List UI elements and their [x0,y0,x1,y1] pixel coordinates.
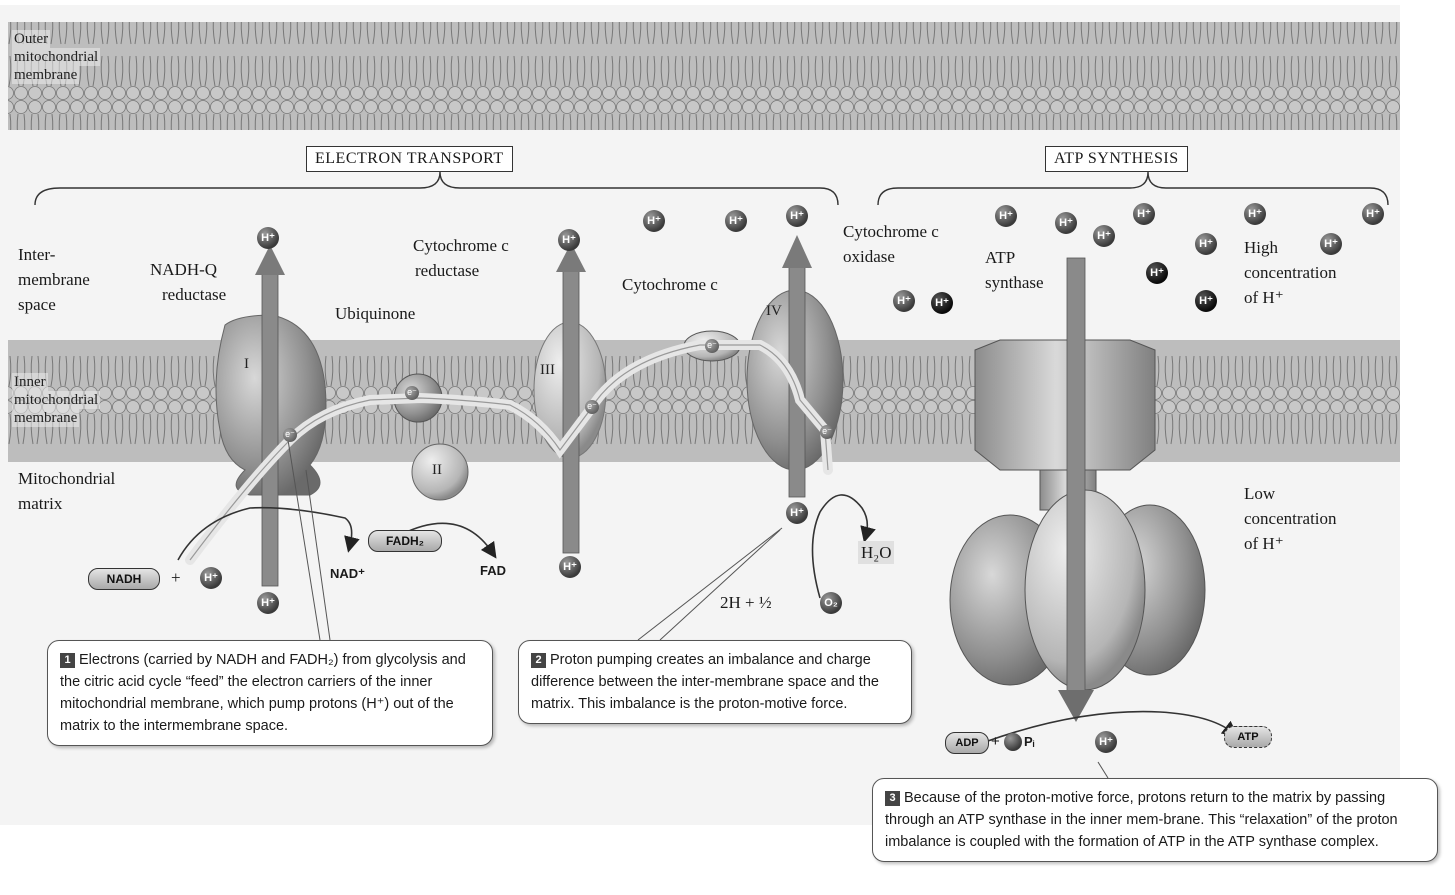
inner-membrane-label-line3: membrane [12,409,79,427]
two-h-half-label: 2H + ½ [720,591,772,614]
callout-1-number: 1 [60,653,75,668]
inner-membrane-label-line1: Inner [12,373,48,391]
low-conc-label-line1: Low [1244,482,1275,505]
plus-pi-sign: + [991,733,1000,750]
cyt-c-oxidase-label-line2: oxidase [843,245,895,268]
proton-icon: H⁺ [786,205,808,227]
low-conc-label-line2: concentration [1244,507,1337,530]
high-conc-label-line3: of H⁺ [1244,286,1284,309]
proton-icon: H⁺ [257,227,279,249]
high-conc-label-line1: High [1244,236,1278,259]
matrix-label-line2: matrix [18,492,62,515]
outer-membrane-label-line1: Outer [12,30,50,48]
cyt-c-oxidase-label-line1: Cytochrome c [843,220,939,243]
proton-icon: H⁺ [1055,212,1077,234]
electron-icon: e⁻ [705,339,719,353]
plus-sign: + [171,566,181,589]
proton-icon: H⁺ [643,210,665,232]
proton-icon: H⁺ [1093,225,1115,247]
intermembrane-label-line2: membrane [18,268,90,291]
nadh-q-label-line1: NADH-Q [150,258,217,281]
proton-icon: H⁺ [558,229,580,251]
cyt-c-reductase-label-line1: Cytochrome c [413,234,509,257]
electron-icon: e⁻ [405,386,419,400]
proton-icon: H⁺ [1244,203,1266,225]
high-conc-label-line2: concentration [1244,261,1337,284]
fad-label: FAD [480,563,506,578]
proton-icon: H⁺ [725,210,747,232]
callout-2-text: Proton pumping creates an imbalance and … [531,652,879,712]
atp-synthase-label-line2: synthase [985,271,1044,294]
nadh-q-label-line2: reductase [162,283,226,306]
proton-icon: H⁺ [1146,262,1168,284]
matrix-label-line1: Mitochondrial [18,467,115,490]
proton-icon: H⁺ [995,205,1017,227]
complex-iii-numeral: III [540,362,555,379]
fadh2-pill: FADH₂ [368,530,442,552]
callout-2-number: 2 [531,653,546,668]
proton-icon: H⁺ [1195,233,1217,255]
proton-icon: H⁺ [786,502,808,524]
phosphate-icon [1004,733,1022,751]
complex-i-numeral: I [244,356,249,373]
electron-icon: e⁻ [283,428,297,442]
intermembrane-label-line1: Inter- [18,243,55,266]
ubiquinone-label: Ubiquinone [335,302,415,325]
proton-icon: H⁺ [1095,731,1117,753]
water-label: H₂O [858,541,894,564]
callout-3-text: Because of the proton-motive force, prot… [885,790,1398,850]
electron-icon: e⁻ [585,400,599,414]
complex-ii-numeral: II [432,462,442,479]
proton-icon: H⁺ [559,556,581,578]
cyt-c-reductase-label-line2: reductase [415,259,479,282]
nad-label: NAD⁺ [330,566,365,582]
proton-icon: H⁺ [1362,203,1384,225]
low-conc-label-line3: of H⁺ [1244,532,1284,555]
nadh-pill: NADH [88,568,160,590]
atp-synthase-label-line1: ATP [985,246,1015,269]
inner-membrane-label-line2: mitochondrial [12,391,100,409]
proton-icon: H⁺ [257,592,279,614]
pi-label: Pᵢ [1024,734,1035,749]
proton-icon: H⁺ [1133,203,1155,225]
electron-icon: e⁻ [820,425,834,439]
proton-icon: H⁺ [931,292,953,314]
proton-icon: H⁺ [1195,290,1217,312]
outer-membrane-label-line2: mitochondrial [12,48,100,66]
callout-3-number: 3 [885,791,900,806]
adp-pill: ADP [945,732,989,754]
atp-starburst: ATP [1224,726,1272,748]
proton-icon: H⁺ [893,290,915,312]
intermembrane-label-line3: space [18,293,56,316]
cyt-c-label: Cytochrome c [622,273,718,296]
oxygen-icon: O₂ [820,592,842,614]
electron-transport-title: ELECTRON TRANSPORT [306,146,513,172]
proton-icon: H⁺ [1320,233,1342,255]
complex-iv-numeral: IV [766,303,782,320]
outer-membrane-label-line3: membrane [12,66,79,84]
proton-icon: H⁺ [200,567,222,589]
callout-1-text: Electrons (carried by NADH and FADH₂) fr… [60,652,466,734]
atp-synthesis-title: ATP SYNTHESIS [1045,146,1188,172]
